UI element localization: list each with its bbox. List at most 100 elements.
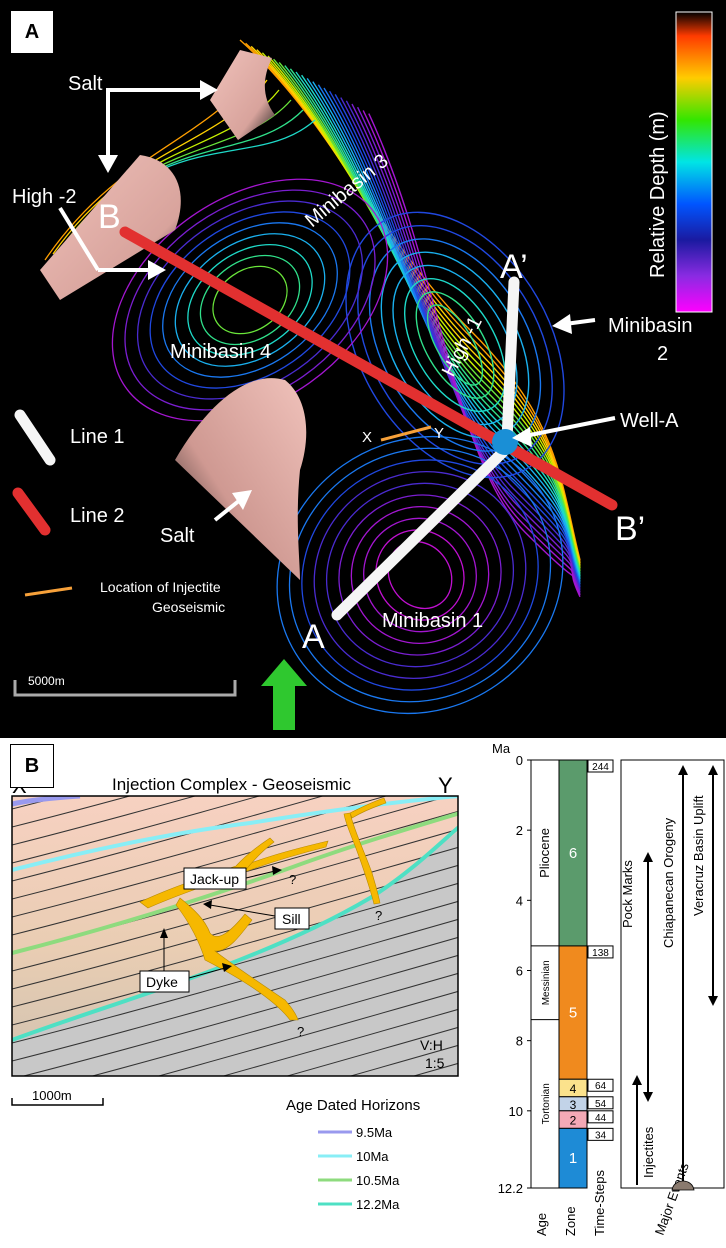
contour-line [276, 435, 564, 715]
event-veracruz: Veracruz Basin Uplift [691, 795, 706, 916]
age-axis-tick-label: 0 [516, 753, 523, 768]
depth-contours [44, 39, 581, 715]
panel-a-map: Salt High -2 B Minibasin 3 Minibasin 4 H… [0, 0, 726, 738]
callout-sill-arrow [209, 904, 276, 917]
major-events: Pock Marks Chiapanecan Orogeny Veracruz … [620, 773, 714, 1191]
contour-line [362, 110, 581, 596]
contour-line [313, 470, 527, 680]
contour-line [136, 200, 364, 400]
stratum-line [0, 738, 470, 776]
panel-b-letter: B [10, 744, 54, 788]
col-label-age: Age [534, 1213, 549, 1236]
vh-ratio-line2: 1:5 [425, 1055, 445, 1071]
stratigraphic-column: 024681012.2PlioceneMessinianTortonian654… [498, 753, 725, 1196]
callout-jackup-arrowhead [272, 866, 282, 875]
contour-line [415, 291, 495, 399]
col-label-events: Major Events [652, 1160, 692, 1237]
horizons-legend-title: Age Dated Horizons [286, 1097, 420, 1114]
label-point-y: Y [434, 425, 444, 442]
legend-injectite-label-1: Location of Injectite [100, 579, 221, 595]
col-label-timesteps: Time-Steps [592, 1170, 607, 1236]
label-well-a: Well-A [620, 410, 679, 432]
age-axis-tick-label: 8 [516, 1034, 523, 1049]
contour-line [174, 233, 326, 367]
legend-horizon-10-5ma: 10.5Ma [356, 1173, 400, 1188]
timestep-box [587, 759, 614, 773]
event-arrowhead [643, 852, 653, 862]
age-interval-label: Messinian [541, 960, 552, 1005]
label-point-x: X [362, 429, 372, 446]
contour-line [212, 265, 288, 335]
section-scale-label: 1000m [32, 1088, 72, 1103]
callout-jackup-box [183, 867, 247, 890]
timestep-box [587, 1127, 614, 1141]
timestep-label: 244 [592, 762, 609, 773]
contour-line [426, 304, 484, 386]
strat-ma-label: Ma [492, 741, 511, 756]
legend-horizon-12-2ma: 12.2Ma [356, 1197, 400, 1212]
chiapanecan-base-marker [671, 1180, 695, 1191]
colorbar-label: Relative Depth (m) [647, 111, 669, 278]
callout-sill: Sill [282, 911, 301, 927]
stratum-line [12, 796, 451, 918]
col-label-zone: Zone [563, 1206, 578, 1236]
age-interval-label: Pliocene [537, 828, 552, 878]
callout-sill-arrowhead [203, 900, 212, 909]
right-dyke-injectite [343, 797, 387, 905]
stratum-line [12, 918, 458, 1044]
contour-line [317, 84, 581, 583]
legend-line-2-swatch [12, 487, 51, 536]
legend-line-2-label: Line 2 [70, 505, 125, 527]
zone-block [558, 1127, 588, 1189]
well-a-marker[interactable] [492, 429, 518, 455]
zone-label: 6 [569, 845, 577, 862]
legend-horizon-10ma: 10Ma [356, 1149, 389, 1164]
line-1-segment-a-well [331, 446, 509, 621]
callout-dyke-arrowhead-right [222, 963, 232, 972]
contour-line [312, 81, 581, 582]
stratum-line [12, 796, 132, 828]
contour-line [387, 540, 453, 610]
contour-line [250, 45, 581, 564]
zone-label: 5 [569, 1005, 577, 1022]
label-minibasin-2-line2: 2 [657, 343, 668, 365]
timestep-box [587, 1096, 614, 1110]
panel-a-letter: A [10, 10, 54, 54]
label-minibasin-2-line1: Minibasin [608, 315, 692, 337]
label-salt-bottom: Salt [160, 525, 195, 547]
stratum-line [0, 738, 470, 758]
stratum-line [221, 1008, 458, 1076]
map-scale-bar [13, 680, 237, 697]
label-minibasin-4: Minibasin 4 [170, 341, 271, 363]
contour-line [334, 94, 581, 588]
stratum-line [12, 796, 388, 900]
age-column-frame [530, 759, 560, 1189]
map-scale-label: 5000m [28, 674, 65, 688]
contour-line [149, 211, 351, 389]
horizon-12-2ma [12, 825, 458, 1042]
dyke-injectite [175, 897, 299, 1021]
stratum-line [12, 936, 458, 1062]
contour-line [124, 189, 376, 411]
event-pock-marks: Pock Marks [620, 860, 635, 928]
zone-label: 3 [570, 1098, 577, 1112]
callout-jackup-arrow [245, 870, 276, 879]
geoseismic-svg: ? ? ? Injection Complex - Geoseismic X Y… [0, 738, 725, 1237]
label-high-2: High -2 [12, 186, 76, 208]
contour-line [375, 529, 465, 621]
panel-b-geoseismic: ? ? ? Injection Complex - Geoseismic X Y… [0, 738, 726, 1243]
label-point-b-prime: B’ [615, 510, 645, 548]
map-svg: Salt High -2 B Minibasin 3 Minibasin 4 H… [12, 11, 713, 730]
contour-line [328, 90, 581, 586]
contour-line [392, 264, 518, 426]
q-mark-1: ? [289, 872, 296, 887]
salt-body-upper-left [40, 155, 181, 300]
section-y-label: Y [438, 773, 453, 798]
stratum-line [0, 738, 470, 740]
horizon-10ma [12, 796, 458, 872]
timestep-box [587, 1078, 614, 1092]
timestep-label: 44 [595, 1113, 607, 1124]
contour-line [356, 106, 581, 594]
stratum-line [12, 796, 262, 864]
timestep-label: 54 [595, 1099, 607, 1110]
